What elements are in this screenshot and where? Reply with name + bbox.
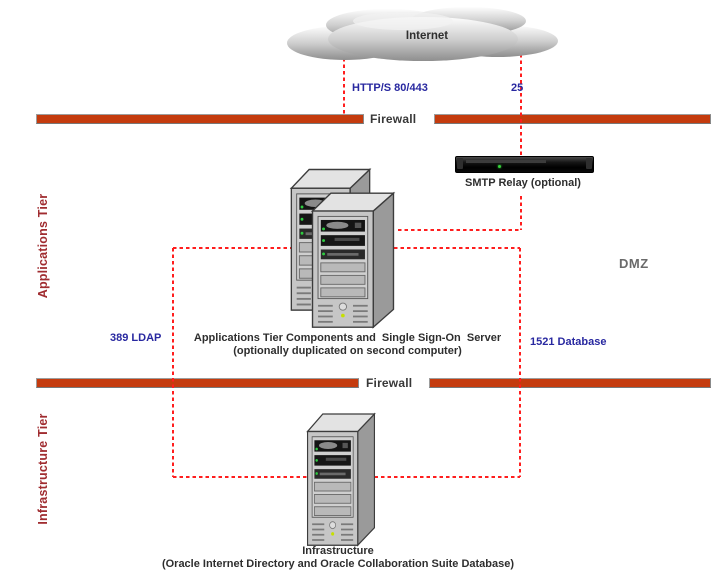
internet-cloud-icon — [287, 7, 558, 61]
database-port-label: 1521 Database — [530, 336, 607, 348]
smtp-relay-icon — [455, 156, 594, 173]
app-server-caption-line2: (optionally duplicated on second compute… — [233, 345, 462, 357]
smtp-relay-bezel — [466, 160, 546, 163]
smtp-relay-led — [498, 165, 501, 168]
smtp-port-label: 25 — [511, 82, 524, 94]
infra-server-icon — [303, 407, 379, 547]
smtp-relay-endcap-left — [457, 158, 463, 169]
app-server-caption: Applications Tier Components and Single … — [170, 332, 525, 358]
app-server-front-icon — [307, 186, 399, 329]
infra-caption-line2: (Oracle Internet Directory and Oracle Co… — [161, 558, 515, 570]
dmz-label: DMZ — [619, 256, 649, 271]
firewall-bottom-label: Firewall — [366, 376, 413, 390]
ldap-port-label: 389 LDAP — [110, 332, 162, 344]
firewall-top-label: Firewall — [370, 112, 417, 126]
firewall-top-bar-right — [434, 114, 711, 124]
firewall-bottom-bar-right — [429, 378, 711, 388]
http-port-label: HTTP/S 80/443 — [352, 82, 428, 94]
infra-server-caption: Infrastructure (Oracle Internet Director… — [143, 545, 533, 571]
internet-label: Internet — [405, 30, 449, 42]
smtp-relay-label: SMTP Relay (optional) — [465, 177, 581, 189]
firewall-bottom-bar-left — [36, 378, 359, 388]
infra-caption-line1: Infrastructure — [302, 545, 374, 557]
smtp-relay-endcap-right — [586, 158, 592, 169]
applications-tier-label: Applications Tier — [36, 193, 50, 299]
app-server-caption-line1: Applications Tier Components and Single … — [193, 332, 502, 344]
firewall-top-bar-left — [36, 114, 364, 124]
infrastructure-tier-label: Infrastructure Tier — [36, 413, 50, 525]
